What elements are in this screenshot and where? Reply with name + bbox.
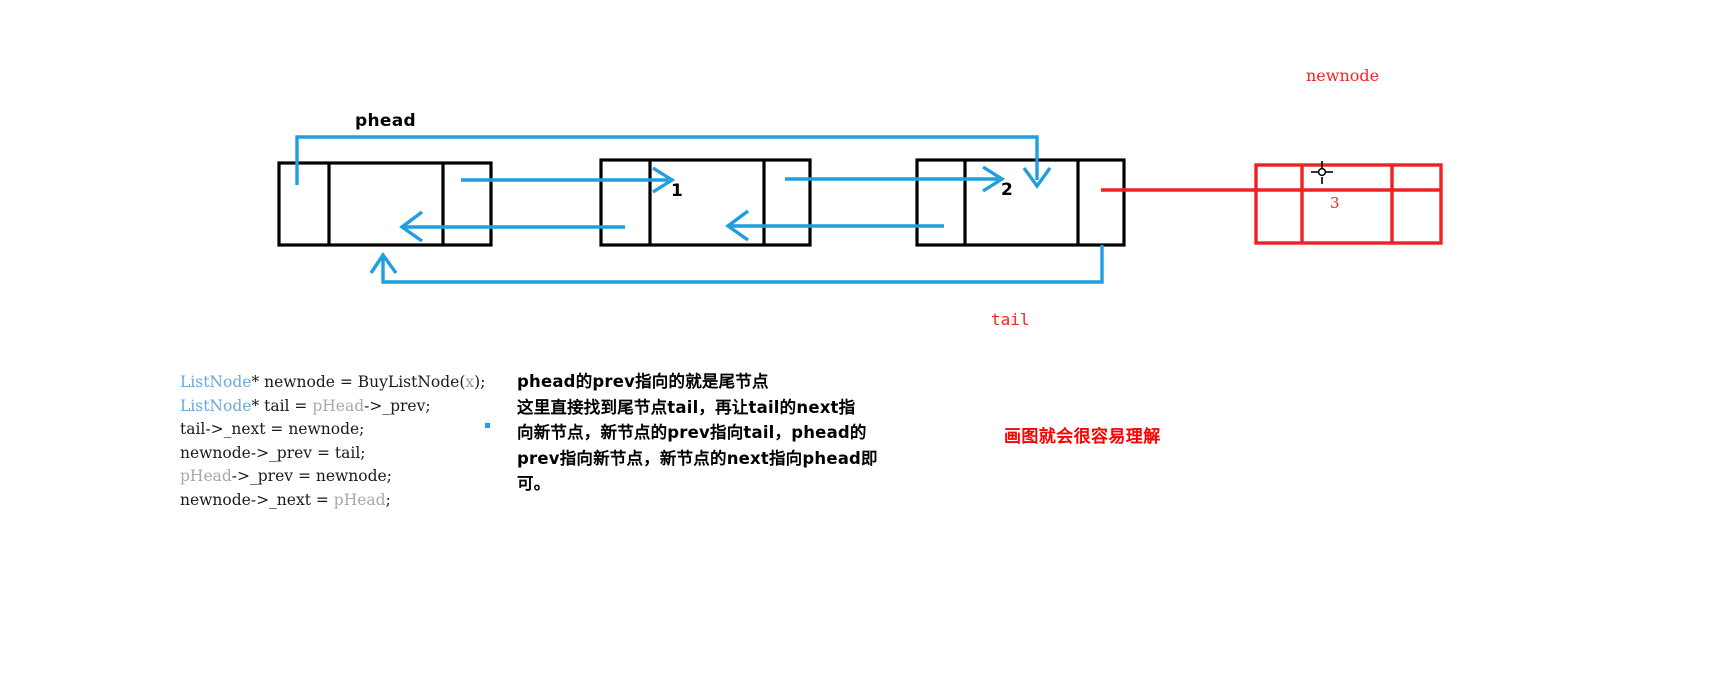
next-arrow-1 [461, 166, 676, 194]
list-node-sentinel [277, 161, 493, 247]
new-node-red [1254, 163, 1443, 245]
crosshair-cursor [1311, 161, 1333, 184]
explanation-text: phead的prev指向的就是尾节点这里直接找到尾节点tail，再让tail的n… [517, 369, 878, 497]
phead-pointer-bracket [295, 135, 1052, 189]
explanation-line: 可。 [517, 474, 551, 493]
blue-dot-mark [485, 423, 490, 428]
code-line: tail->_next = newnode; [180, 420, 365, 438]
step-label-2: 2 [1001, 180, 1013, 200]
list-node-2 [915, 158, 1126, 247]
code-line: ListNode* newnode = BuyListNode(x); [180, 373, 486, 391]
red-annotation: 画图就会很容易理解 [1004, 427, 1161, 447]
newnode-label: newnode [1306, 66, 1380, 85]
explanation-line: 向新节点，新节点的prev指向tail，phead的 [517, 423, 867, 442]
prev-arrow-2 [725, 209, 944, 242]
explanation-line: phead的prev指向的就是尾节点 [517, 372, 769, 391]
code-line: newnode->_next = pHead; [180, 490, 391, 509]
explanation-line: 这里直接找到尾节点tail，再让tail的next指 [517, 397, 856, 417]
code-line: ListNode* tail = pHead->_prev; [180, 396, 431, 415]
prev-arrow-1 [399, 210, 625, 243]
tail-label: tail [991, 310, 1030, 329]
explanation-line: prev指向新节点，新节点的next指向phead即 [517, 448, 878, 468]
code-line: newnode->_prev = tail; [180, 443, 366, 462]
tail-back-arrow [369, 245, 1104, 284]
code-line: pHead->_prev = newnode; [180, 467, 392, 485]
code-snippet: ListNode* newnode = BuyListNode(x); ListN… [180, 371, 485, 512]
next-arrow-2 [785, 165, 1006, 193]
step-label-1: 1 [671, 181, 683, 201]
list-node-1 [599, 158, 812, 247]
step-label-3: 3 [1330, 194, 1340, 212]
phead-label: phead [355, 111, 416, 131]
